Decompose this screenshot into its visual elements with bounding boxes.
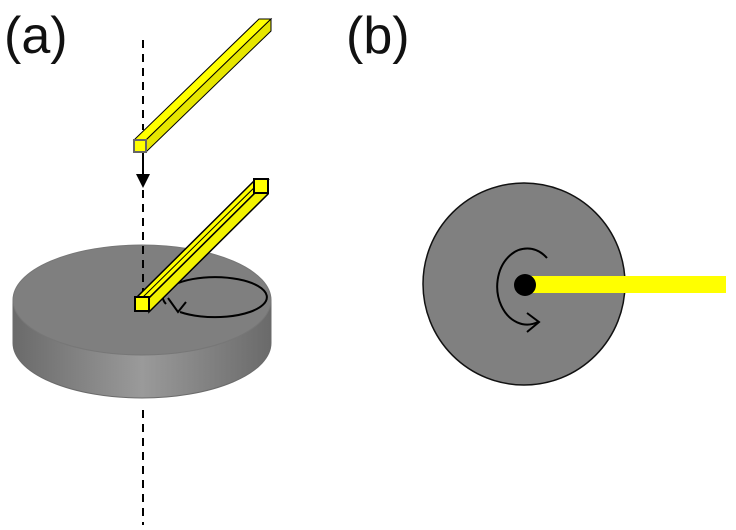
- upper-rod-side-face: [145, 17, 272, 154]
- pivot-dot-icon: [514, 274, 536, 296]
- drop-arrow-icon: [136, 174, 150, 188]
- panel-label-a: (a): [4, 7, 68, 65]
- rotation-arrow-top-view-head: [526, 312, 541, 333]
- rotation-arrow-top-view-icon: [496, 247, 548, 326]
- rotation-arrow-head: [167, 297, 187, 314]
- lower-rod-pivot-end: [134, 296, 150, 312]
- upper-rod-top-face: [132, 18, 273, 141]
- lower-rod-far-end: [253, 178, 269, 194]
- lower-rod-edge: [141, 179, 263, 299]
- rod-top-view: [526, 276, 726, 293]
- panel-label-b: (b): [346, 7, 410, 65]
- upper-rod-end: [133, 139, 147, 153]
